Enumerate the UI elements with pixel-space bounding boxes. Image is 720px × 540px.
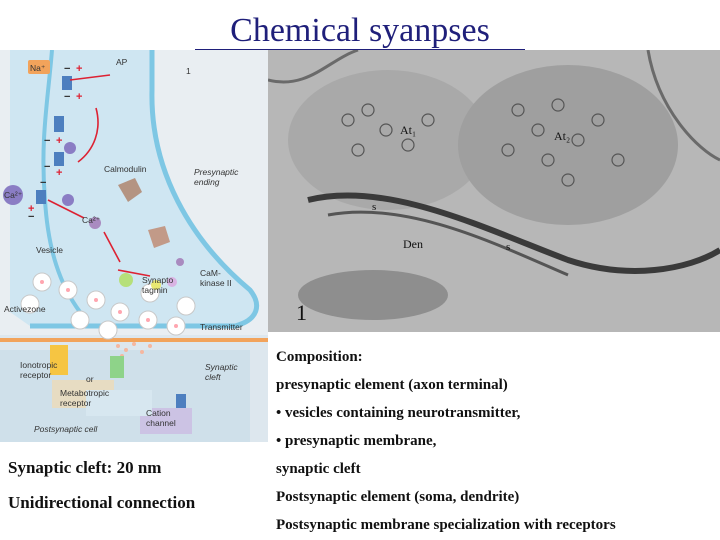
label-ca-int: Ca²⁺ (82, 215, 101, 225)
svg-text:−: − (28, 211, 34, 223)
label-ca-ext: Ca²⁺ (4, 190, 23, 200)
electron-micrograph: At₁ At₂ Den s s 1 (268, 50, 720, 332)
page-title: Chemical syanpses (230, 12, 490, 49)
svg-text:+: + (56, 135, 62, 147)
label-cation-1: Cation (146, 408, 171, 418)
label-or: or (86, 374, 94, 384)
svg-text:−: − (44, 135, 50, 147)
composition-line: Postsynaptic membrane specialization wit… (276, 517, 616, 533)
label-den: Den (403, 237, 423, 251)
label-camkinase-2: kinase II (200, 278, 232, 288)
label-camkinase-1: CaM- (200, 268, 221, 278)
label-transmitter: Transmitter (200, 322, 243, 332)
composition-line: synaptic cleft (276, 461, 361, 477)
label-at1: At₁ (400, 123, 416, 137)
label-ionotropic-2: receptor (20, 370, 51, 380)
connection-text: Unidirectional connection (8, 493, 196, 512)
svg-text:−: − (64, 91, 70, 103)
label-s2: s (506, 241, 510, 253)
label-micrograph-panel: 1 (296, 300, 307, 325)
label-presynaptic-1: Presynaptic (194, 167, 239, 177)
label-na: Na⁺ (30, 63, 46, 73)
composition-line: • presynaptic membrane, (276, 433, 437, 449)
svg-text:+: + (76, 91, 82, 103)
label-synaptotagmin-1: Synapto (142, 275, 173, 285)
composition-line: • vesicles containing neurotransmitter, (276, 405, 521, 421)
label-at2: At₂ (554, 129, 570, 143)
svg-text:−: − (40, 177, 46, 189)
label-cation-2: channel (146, 418, 176, 428)
composition-line: presynaptic element (axon terminal) (276, 377, 508, 393)
composition-heading: Composition: (276, 349, 363, 365)
composition-line: Postsynaptic element (soma, dendrite) (276, 489, 520, 505)
svg-text:−: − (44, 161, 50, 173)
label-metabotropic-1: Metabotropic (60, 388, 110, 398)
label-vesicle: Vesicle (36, 245, 63, 255)
svg-text:+: + (76, 63, 82, 75)
label-panel-number: 1 (186, 66, 191, 76)
cleft-width-text: Synaptic cleft: 20 nm (8, 458, 162, 477)
label-metabotropic-2: receptor (60, 398, 91, 408)
label-calmodulin: Calmodulin (104, 164, 147, 174)
label-synaptotagmin-2: tagmin (142, 285, 168, 295)
svg-text:+: + (28, 203, 34, 215)
label-postsynaptic-cell: Postsynaptic cell (34, 424, 98, 434)
svg-text:+: + (56, 167, 62, 179)
label-active-zone: Activezone (4, 304, 46, 314)
synapse-diagram: −+ −+ +− −+ −+ − Na⁺ AP 1 Calmodulin Pre… (0, 50, 268, 442)
label-cleft-2: cleft (205, 372, 221, 382)
label-cleft-1: Synaptic (205, 362, 238, 372)
svg-text:−: − (64, 63, 70, 75)
label-ap: AP (116, 57, 128, 67)
label-ionotropic-1: Ionotropic (20, 360, 58, 370)
label-presynaptic-2: ending (194, 177, 220, 187)
label-s1: s (372, 201, 376, 213)
